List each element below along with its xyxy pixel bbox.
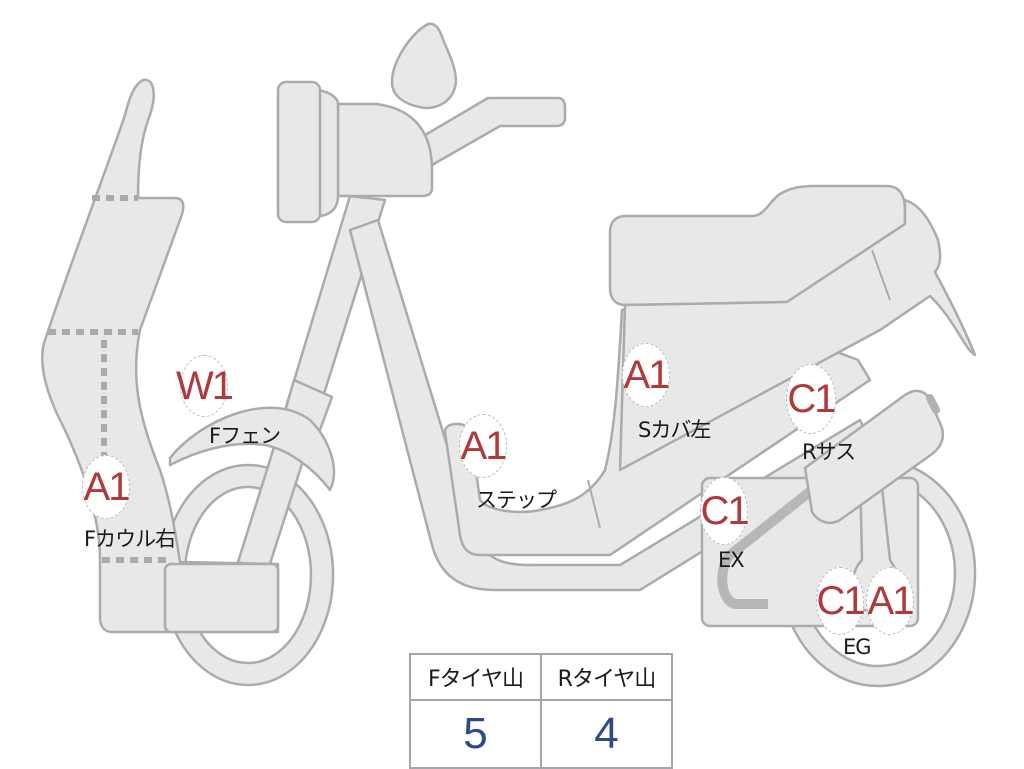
front-wheel <box>161 463 335 687</box>
damage-code-engine-c1: C1 <box>816 567 866 635</box>
front-tire-tread-header: Fタイヤ山 <box>409 653 542 701</box>
air-box <box>803 389 945 524</box>
mirror <box>390 22 458 110</box>
part-label-engine: EG <box>843 635 872 659</box>
front-fender <box>168 406 336 492</box>
exhaust-pipe <box>717 486 816 609</box>
part-label-step: ステップ <box>476 488 557 512</box>
damage-code-engine-a1: A1 <box>866 567 914 635</box>
front-lower-block <box>163 562 280 634</box>
handle-cover <box>336 102 434 198</box>
rear-tire-tread-header: Rタイヤ山 <box>540 653 673 701</box>
part-label-exhaust: EX <box>718 548 745 572</box>
part-label-front-cowl-right: Fカウル右 <box>84 527 176 551</box>
front-tire-tread-value: 5 <box>409 699 542 769</box>
damage-code-side-cover-left: A1 <box>622 343 670 407</box>
damage-code-front-fender: W1 <box>176 355 234 417</box>
headlight-rim <box>316 88 340 218</box>
damage-code-exhaust: C1 <box>700 477 750 545</box>
damage-code-step: A1 <box>459 414 507 478</box>
step-divider <box>587 479 601 529</box>
part-label-rear-suspension: Rサス <box>802 440 856 464</box>
handlebar <box>418 96 567 167</box>
tire-tread-table: Fタイヤ山 Rタイヤ山 5 4 <box>409 653 673 769</box>
part-label-front-fender: Fフェン <box>209 424 281 448</box>
rear-body-seam <box>871 249 891 301</box>
air-box-nozzle <box>926 394 940 414</box>
rear-body <box>618 198 977 472</box>
part-label-side-cover-left: Sカバ左 <box>638 418 711 442</box>
damage-code-front-cowl-right: A1 <box>82 455 130 519</box>
rear-tire-tread-value: 4 <box>540 699 673 769</box>
headlight <box>276 80 322 224</box>
damage-code-rear-suspension: C1 <box>786 364 837 434</box>
seat <box>608 184 907 307</box>
